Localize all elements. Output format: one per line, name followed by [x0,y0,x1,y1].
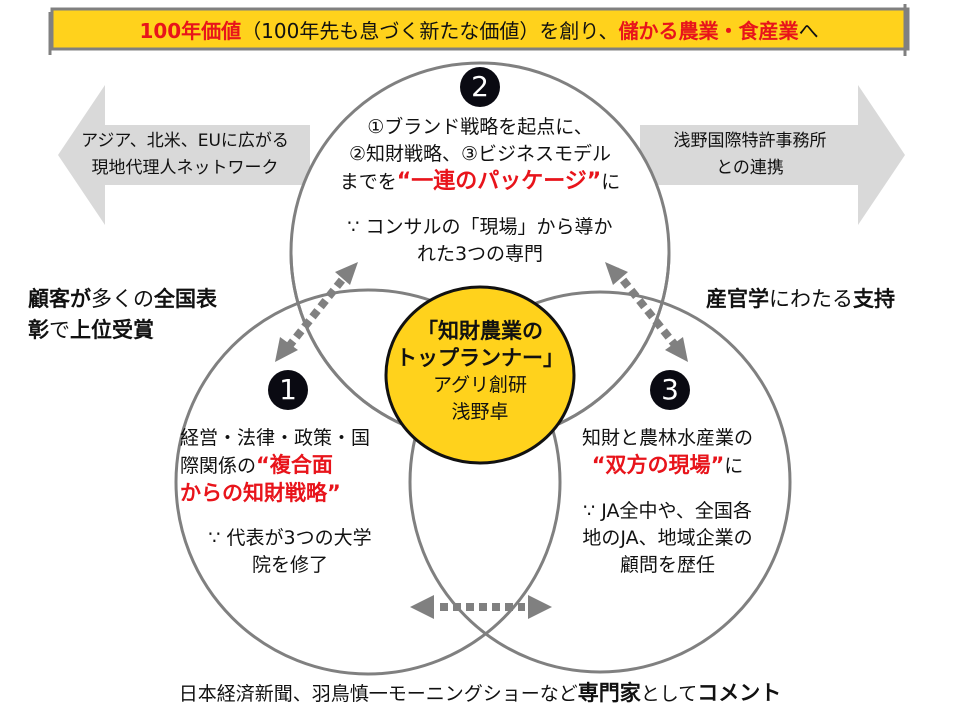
left-note: 顧客が多くの全国表 彰で上位受賞 [28,287,217,342]
footer-text: 日本経済新聞、羽鳥慎一モーニングショーなど専門家としてコメント [178,681,782,705]
banner-end: へ [798,18,819,43]
dotted-arrow-2-1 [286,267,679,611]
banner: 100年価値（100年先も息づく新たな価値）を創り、儲かる農業・食産業へ [58,11,900,47]
circle-3-text: 知財と農林水産業の “双方の現場”に ∵ JA全中や、全国各地のJA、地域企業の… [581,427,753,576]
right-note: 産官学にわたる支持 [706,287,895,311]
center-circle [384,285,576,465]
circle-1-text: 経営・法律・政策・国 際関係の“複合面 からの知財戦略” ∵ 代表が3つの大学院… [180,427,372,576]
left-big-arrow [58,85,310,225]
circle-1 [174,288,562,676]
number-2-badge: 2 [460,67,500,107]
banner-highlight-2: 儲かる農業・食産業 [618,18,799,43]
banner-text: （100年先も息づく新たな価値）を創り、 [241,18,619,43]
circle-3 [408,290,792,674]
right-big-arrow [640,85,905,225]
left-arrow-text: アジア、北米、EUに広がる現地代理人ネットワーク [81,131,289,178]
number-3-badge: 3 [650,370,690,410]
number-1-badge: 1 [268,370,308,410]
center-text: 「知財農業のトップランナー」 アグリ創研浅野卓 [396,319,564,423]
right-arrow-text: 浅野国際特許事務所との連携 [673,131,827,178]
circle-2-text: ①ブランド戦略を起点に、②知財戦略、③ビジネスモデル までを“一連のパッケージ”… [339,116,621,265]
banner-highlight: 100年価値 [139,18,242,43]
banner-scroll [50,7,910,51]
